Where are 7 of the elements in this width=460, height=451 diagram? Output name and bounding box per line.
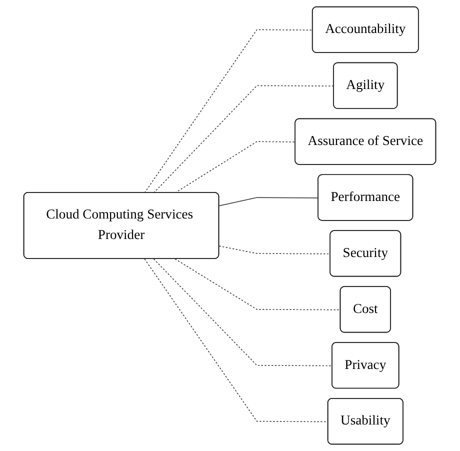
connector	[174, 258, 342, 310]
connector	[144, 29, 314, 194]
connector	[218, 246, 332, 254]
connector	[154, 85, 335, 194]
connector	[174, 141, 296, 194]
connector	[218, 197, 320, 206]
connector	[154, 258, 334, 366]
